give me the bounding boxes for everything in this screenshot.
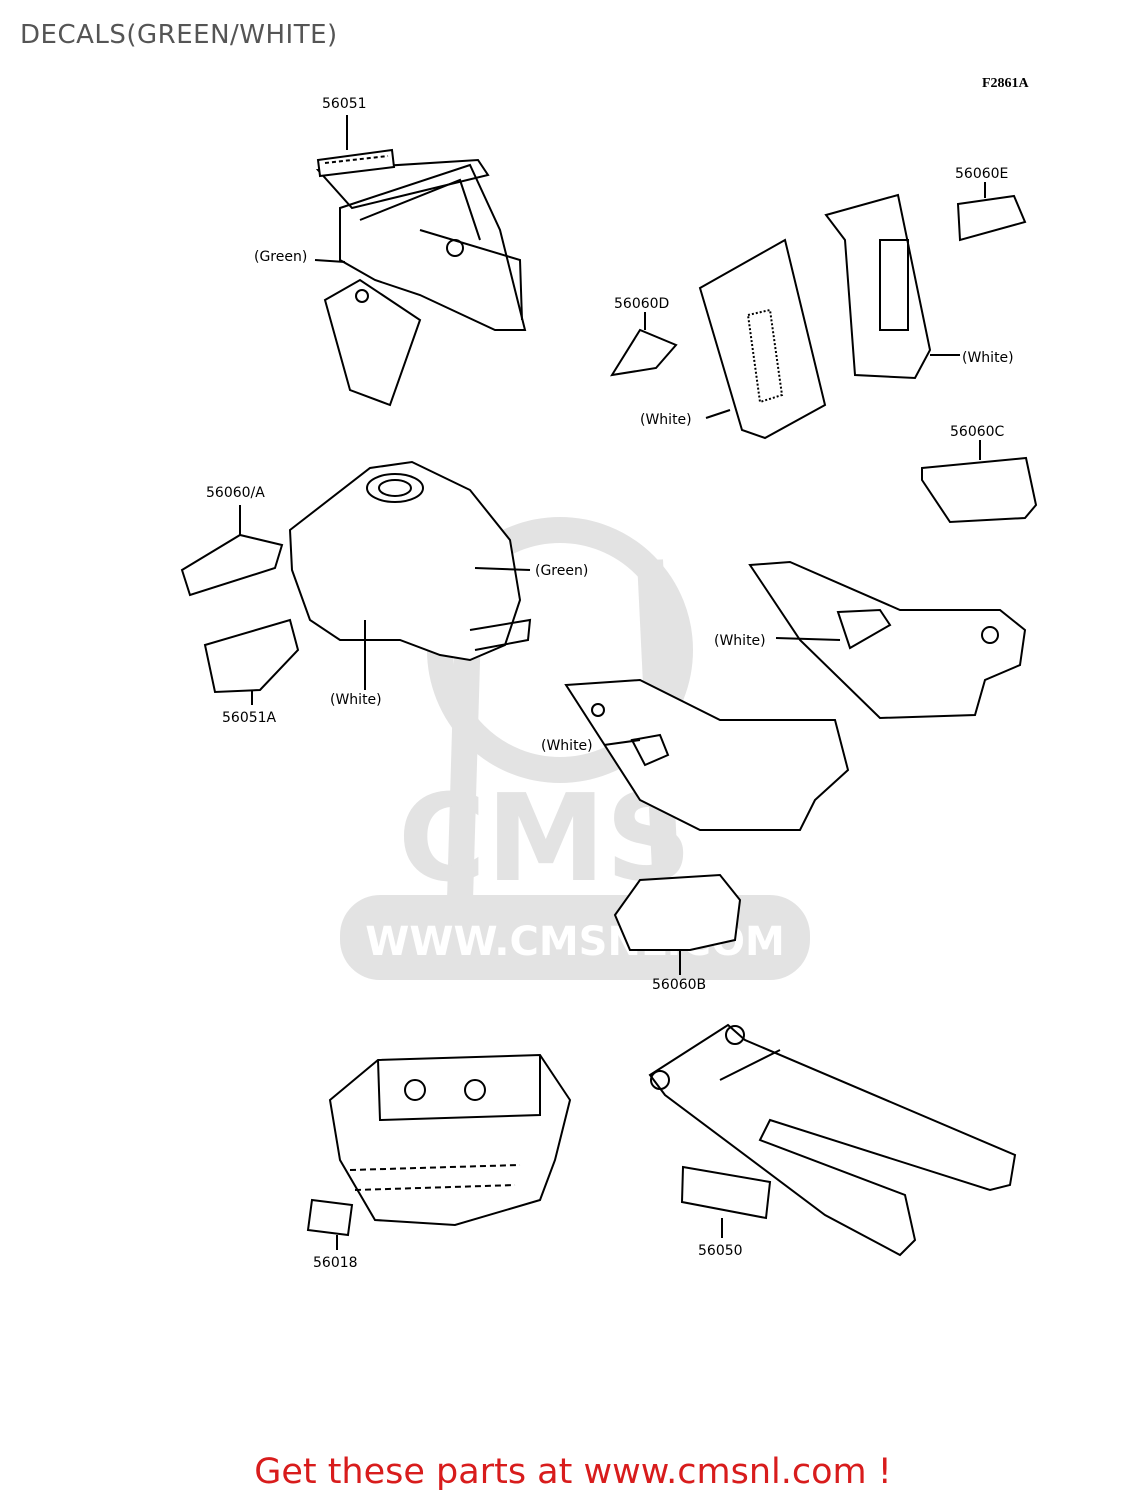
color-label-white: (White) — [640, 412, 692, 428]
decal-56018 — [306, 1198, 354, 1237]
footer-link-text[interactable]: Get these parts at www.cmsnl.com ! — [254, 1452, 892, 1492]
color-label-green: (Green) — [254, 249, 308, 265]
swing-arm — [648, 1023, 1017, 1257]
side-cover-lower — [564, 678, 850, 831]
decal-56060B — [613, 873, 742, 951]
part-label-56060E: 56060E — [955, 166, 1009, 182]
decal-56060C — [921, 456, 1038, 524]
decal-56051 — [316, 115, 396, 178]
decal-56060D — [609, 328, 678, 377]
color-label-green: (Green) — [535, 563, 589, 579]
fuel-tank — [288, 460, 532, 662]
part-label-56060B: 56060B — [652, 977, 707, 993]
color-label-white: (White) — [330, 692, 382, 708]
page-title: DECALS(GREEN/WHITE) — [20, 20, 338, 50]
cylinder-head — [328, 1053, 572, 1227]
part-label-56051A: 56051A — [222, 710, 277, 726]
side-cover-right — [698, 193, 932, 440]
part-label-56050: 56050 — [698, 1243, 743, 1259]
headlight-cowl — [315, 158, 527, 407]
decal-56050 — [680, 1165, 772, 1220]
decal-56051A — [203, 618, 300, 694]
decal-56060E — [956, 194, 1027, 242]
part-label-56060C: 56060C — [950, 424, 1005, 440]
part-label-56060A: 56060/A — [206, 485, 265, 501]
color-label-white: (White) — [541, 738, 593, 754]
color-label-white: (White) — [714, 633, 766, 649]
decal-56060A — [180, 533, 284, 597]
figure-code: F2861A — [982, 76, 1029, 91]
part-label-56018: 56018 — [313, 1255, 358, 1271]
side-cover-middle — [748, 560, 1027, 720]
part-label-56051: 56051 — [322, 96, 367, 112]
color-label-white: (White) — [962, 350, 1014, 366]
part-label-56060D: 56060D — [614, 296, 670, 312]
